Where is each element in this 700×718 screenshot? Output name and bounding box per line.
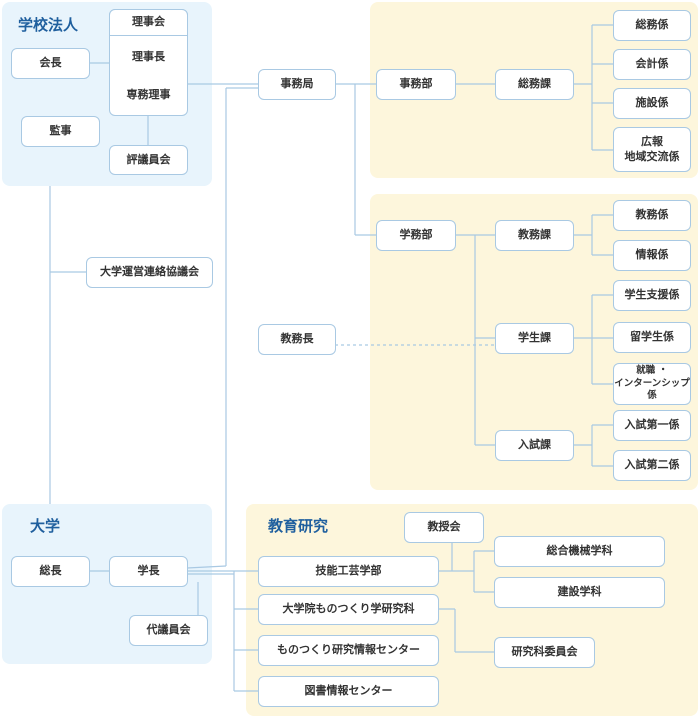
- rijikai-label: 理事会: [132, 15, 165, 29]
- gino-kogei-box: 技能工芸学部: [258, 556, 439, 587]
- daigiinkai-box: 代議員会: [129, 615, 208, 646]
- kenkyuka-iinkai-box: 研究科委員会: [494, 637, 595, 668]
- gakuseika-box: 学生課: [495, 323, 574, 354]
- rijikai-header: 理事会: [109, 9, 188, 36]
- somuka-box: 総務課: [495, 69, 574, 100]
- section-title-school-corporation: 学校法人: [18, 16, 79, 34]
- johokakari-box: 情報係: [613, 240, 691, 271]
- socho-box: 総長: [11, 556, 90, 587]
- section-title-university: 大学: [30, 517, 61, 535]
- kyomucho-box: 教務長: [258, 324, 336, 355]
- section-title-education-research: 教育研究: [268, 517, 329, 535]
- daigakuin-box: 大学院ものつくり学研究科: [258, 594, 439, 625]
- kyomukakari-box: 教務係: [613, 200, 691, 231]
- kohokakari-box: 広報 地域交流係: [613, 127, 691, 172]
- kyojukai-box: 教授会: [404, 512, 484, 543]
- somukakari-box: 総務係: [613, 10, 691, 41]
- toshokan-box: 図書情報センター: [258, 676, 439, 707]
- shushoku-box: 就職 ・ インターンシップ係: [613, 363, 691, 405]
- kanji-box: 監事: [21, 116, 100, 147]
- kaikeikakari-box: 会計係: [613, 49, 691, 80]
- daigaku-renraku-box: 大学運営連絡協議会: [86, 257, 213, 288]
- ryugakusei-box: 留学生係: [613, 322, 691, 353]
- jimukyoku-box: 事務局: [258, 69, 336, 100]
- rijicho-label: 理事長: [132, 49, 165, 63]
- kensetsu-box: 建設学科: [494, 577, 665, 608]
- hyogiinkai-box: 評議員会: [109, 145, 188, 175]
- kaicho-box: 会長: [11, 48, 90, 79]
- sogo-kikai-box: 総合機械学科: [494, 536, 665, 567]
- senmu-riji-label-box: 専務理事: [112, 85, 185, 105]
- senmu-riji-label: 専務理事: [126, 87, 171, 101]
- kyomuka-box: 教務課: [495, 220, 574, 251]
- gakumubu-box: 学務部: [376, 220, 456, 251]
- nyushi2-box: 入試第二係: [613, 450, 691, 481]
- shisetsukakari-box: 施設係: [613, 88, 691, 119]
- jimubu-box: 事務部: [376, 69, 456, 100]
- gakusei-shien-box: 学生支援係: [613, 280, 691, 311]
- nyushi1-box: 入試第一係: [613, 410, 691, 441]
- monotsukuri-center-box: ものつくり研究情報センター: [258, 635, 439, 666]
- rijicho-label-box: 理事長: [112, 47, 185, 67]
- gakucho-box: 学長: [109, 556, 188, 587]
- nyushika-box: 入試課: [495, 430, 574, 461]
